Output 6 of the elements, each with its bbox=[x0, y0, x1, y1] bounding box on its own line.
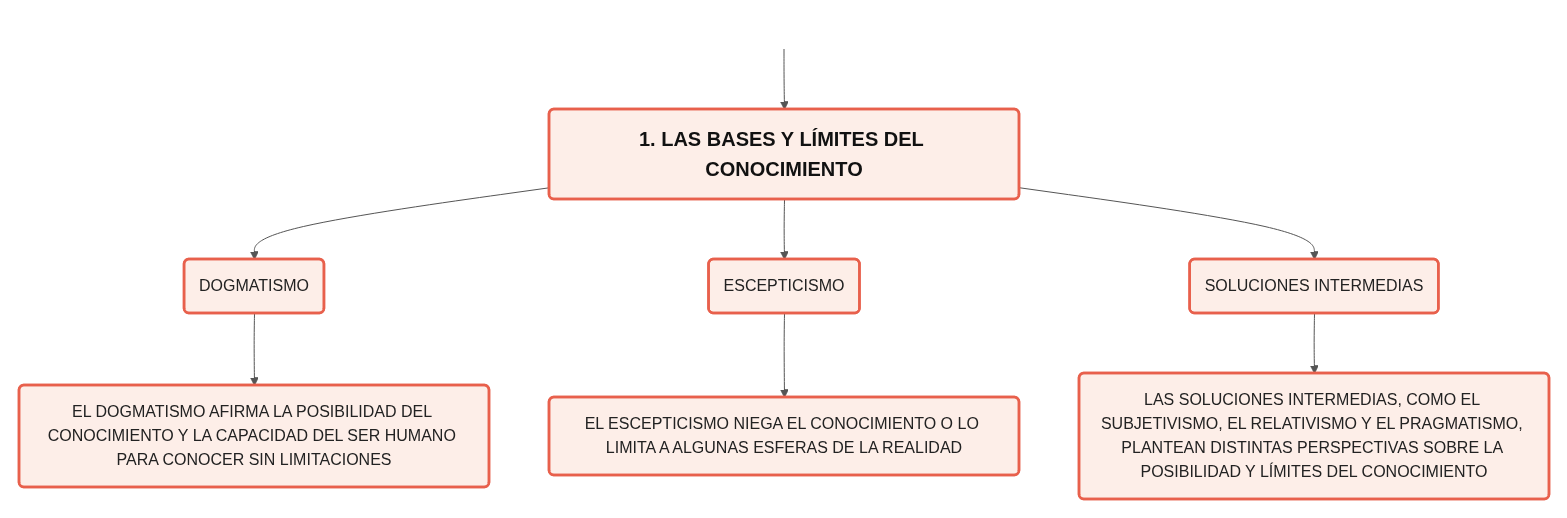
arrow bbox=[779, 48, 789, 110]
arrow bbox=[1018, 187, 1319, 260]
arrow bbox=[779, 199, 789, 260]
arrow bbox=[249, 313, 259, 386]
arrow bbox=[1309, 313, 1319, 374]
arrow bbox=[779, 313, 789, 398]
